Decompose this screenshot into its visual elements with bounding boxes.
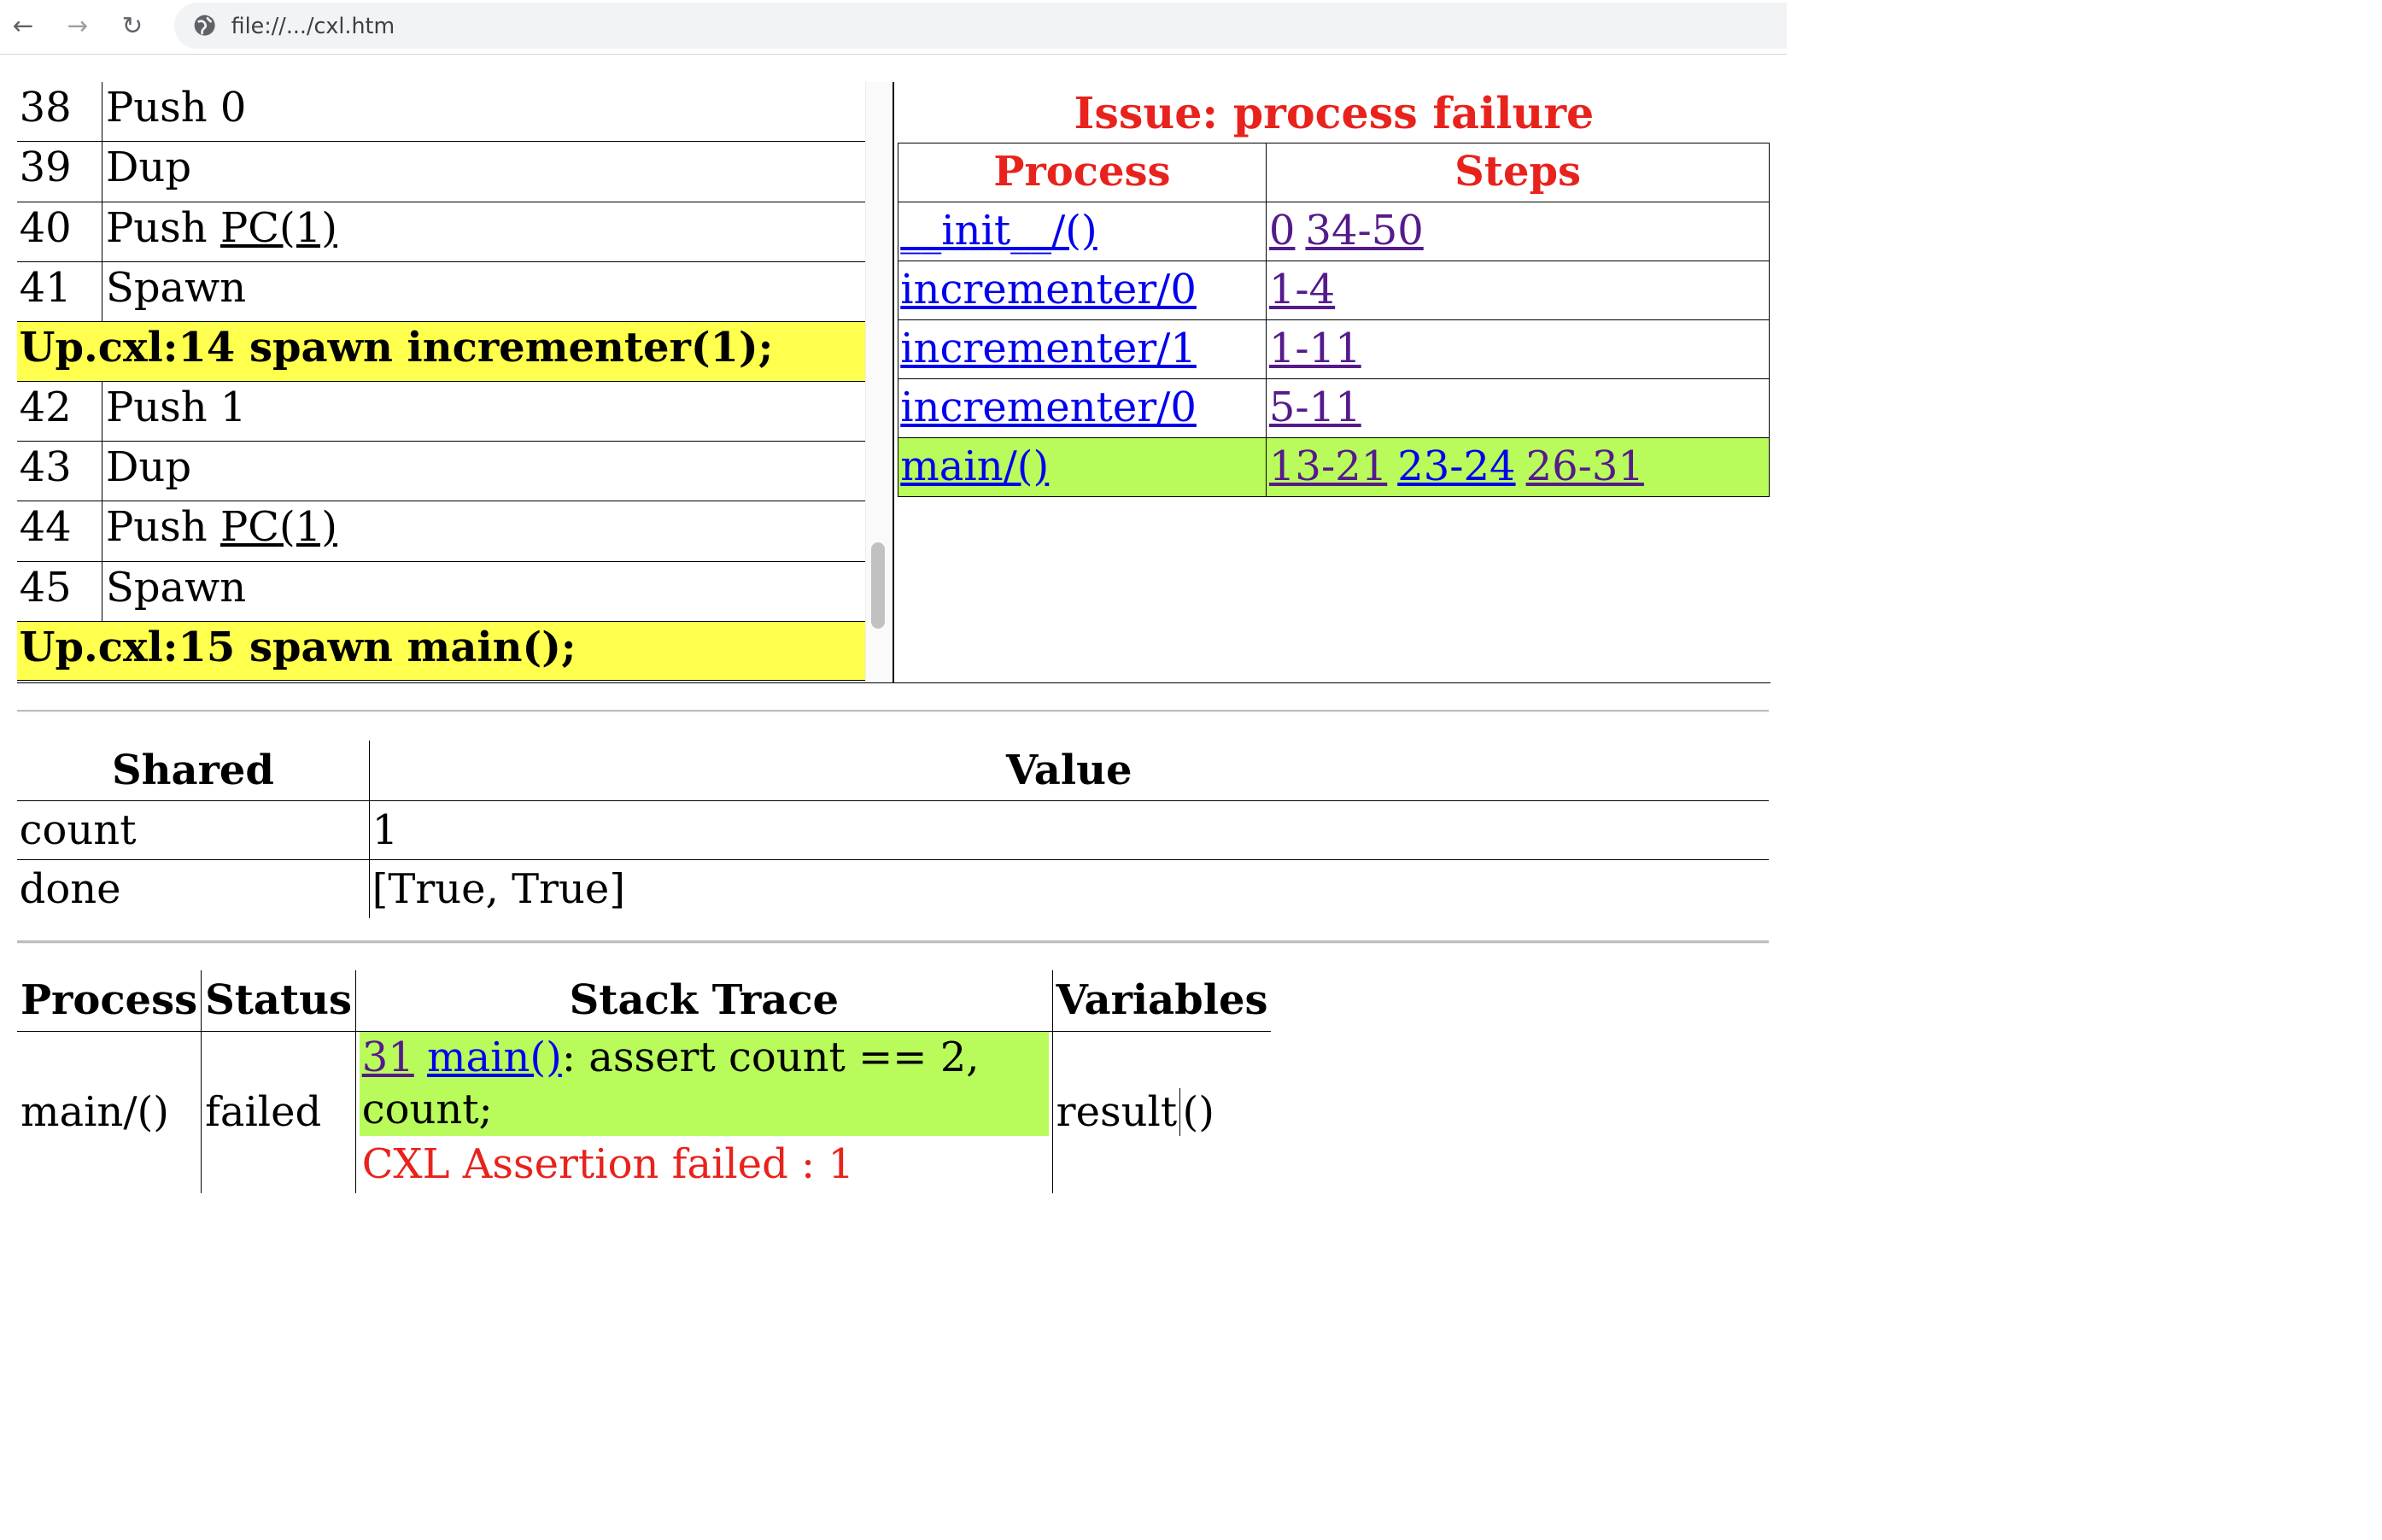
stack-frame: 31 main(): assert count == 2, count;	[360, 1031, 1049, 1137]
process-link[interactable]: incrementer/0	[900, 383, 1197, 431]
code-row[interactable]: 43 Dup	[16, 441, 866, 502]
code-listing: 38 Push 0 39 Dup 40 Push PC(1) 41 Spawn …	[16, 81, 866, 683]
instruction: Push PC(1)	[102, 501, 337, 560]
process-status: failed	[201, 1031, 357, 1193]
steps-link[interactable]: 23-24	[1397, 442, 1516, 490]
reload-icon[interactable]: ↻	[121, 10, 143, 40]
instruction: Push PC(1)	[102, 202, 337, 261]
process-link[interactable]: incrementer/0	[900, 265, 1197, 313]
pc-link[interactable]: 31	[361, 1033, 414, 1081]
process-link[interactable]: main/()	[900, 442, 1050, 490]
process-name: main/()	[16, 1031, 202, 1193]
instruction-opcode: Push	[105, 203, 220, 252]
steps-link[interactable]: 26-31	[1525, 442, 1644, 490]
panel-bottom-border	[16, 682, 1771, 683]
variables-header: Variables	[1052, 969, 1272, 1032]
back-arrow-icon[interactable]: ←	[12, 10, 34, 40]
line-number: 40	[17, 202, 102, 261]
steps-link[interactable]: 1-11	[1268, 324, 1361, 372]
table-row: done [True, True]	[16, 859, 1769, 919]
browser-toolbar: ← → ↻ file://.../cxl.htm	[0, 0, 1787, 55]
pc-link[interactable]: PC	[219, 503, 279, 552]
process-status-section: Process Status Stack Trace Variables mai…	[16, 969, 1272, 1193]
instruction: Push 0	[105, 83, 247, 132]
status-header: Status	[201, 969, 357, 1032]
variables-cell: result ()	[1052, 1031, 1271, 1193]
steps-link[interactable]: 34-50	[1305, 206, 1424, 255]
code-row[interactable]: 42 Push 1	[16, 381, 866, 442]
steps-header: Steps	[1266, 142, 1770, 202]
instruction-opcode: Push	[105, 503, 220, 552]
method-link[interactable]: main()	[427, 1033, 562, 1081]
error-message: CXL Assertion failed : 1	[361, 1140, 854, 1189]
scrollbar-thumb[interactable]	[870, 542, 885, 629]
variable-value: ()	[1182, 1088, 1214, 1137]
statement: : assert count == 2, count;	[361, 1033, 980, 1133]
process-link[interactable]: __init__/()	[900, 206, 1097, 255]
code-row[interactable]: 44 Push PC(1)	[16, 501, 866, 562]
steps-link[interactable]: 5-11	[1268, 383, 1361, 431]
line-number: 45	[17, 561, 102, 621]
instruction: Dup	[105, 442, 192, 491]
issue-title: Issue: process failure	[1074, 86, 1595, 138]
table-row: incrementer/0 1-4	[897, 260, 1770, 320]
stack-trace-header: Stack Trace	[355, 969, 1053, 1032]
shared-header: Shared	[16, 740, 370, 802]
pc-argument: (1)	[278, 203, 337, 252]
shared-value: 1	[369, 800, 1769, 861]
steps-link[interactable]: 13-21	[1268, 442, 1388, 490]
issue-panel: Issue: process failure Process Steps __i…	[897, 82, 1771, 497]
steps-link[interactable]: 0	[1268, 206, 1296, 255]
horizontal-rule	[16, 709, 1769, 713]
value-header: Value	[369, 740, 1769, 802]
line-number: 42	[17, 381, 102, 441]
shared-value: [True, True]	[372, 864, 626, 913]
process-header: Process	[16, 969, 202, 1032]
code-row[interactable]: 41 Spawn	[16, 261, 866, 323]
instruction: Spawn	[105, 263, 247, 312]
shared-table: Shared Value count 1 done [True, True]	[16, 740, 1769, 919]
code-row[interactable]: 39 Dup	[16, 142, 866, 202]
process-table: Process Status Stack Trace Variables mai…	[16, 969, 1272, 1193]
table-row: count 1	[16, 800, 1769, 861]
shared-variables-section: Shared Value count 1 done [True, True]	[16, 740, 1769, 919]
url-text: file://.../cxl.htm	[231, 12, 395, 38]
table-row: incrementer/0 5-11	[897, 378, 1770, 438]
pc-link[interactable]: PC	[219, 203, 279, 252]
pc-argument: (1)	[278, 503, 337, 552]
line-number: 44	[17, 501, 102, 561]
code-row[interactable]: 40 Push PC(1)	[16, 202, 866, 262]
source-line: Up.cxl:15 spawn main();	[16, 621, 866, 682]
instruction: Push 1	[105, 383, 247, 431]
line-number: 39	[17, 142, 102, 202]
instruction: Dup	[105, 143, 192, 192]
address-bar[interactable]: file://.../cxl.htm	[173, 2, 1787, 50]
shared-name: done	[16, 859, 370, 919]
code-row[interactable]: 45 Spawn	[16, 561, 866, 622]
forward-arrow-icon[interactable]: →	[67, 10, 89, 40]
line-number: 43	[17, 441, 102, 501]
instruction: Spawn	[105, 563, 247, 612]
process-header: Process	[897, 142, 1267, 202]
line-number: 41	[17, 261, 102, 322]
variable-name: result	[1056, 1088, 1180, 1137]
shared-name: count	[16, 800, 370, 861]
steps-link[interactable]: 1-4	[1268, 265, 1336, 313]
horizontal-rule	[16, 940, 1769, 944]
table-row: main/() failed 31 main(): assert count =…	[16, 1031, 1272, 1193]
process-link[interactable]: incrementer/1	[900, 324, 1197, 372]
globe-icon	[194, 15, 215, 36]
code-scrollbar[interactable]	[865, 81, 892, 683]
source-line: Up.cxl:14 spawn incrementer(1);	[16, 322, 866, 382]
line-number: 38	[17, 81, 102, 142]
table-row: incrementer/1 1-11	[897, 319, 1770, 379]
stack-trace: 31 main(): assert count == 2, count; CXL…	[355, 1031, 1053, 1193]
code-row[interactable]: 38 Push 0	[16, 81, 866, 143]
